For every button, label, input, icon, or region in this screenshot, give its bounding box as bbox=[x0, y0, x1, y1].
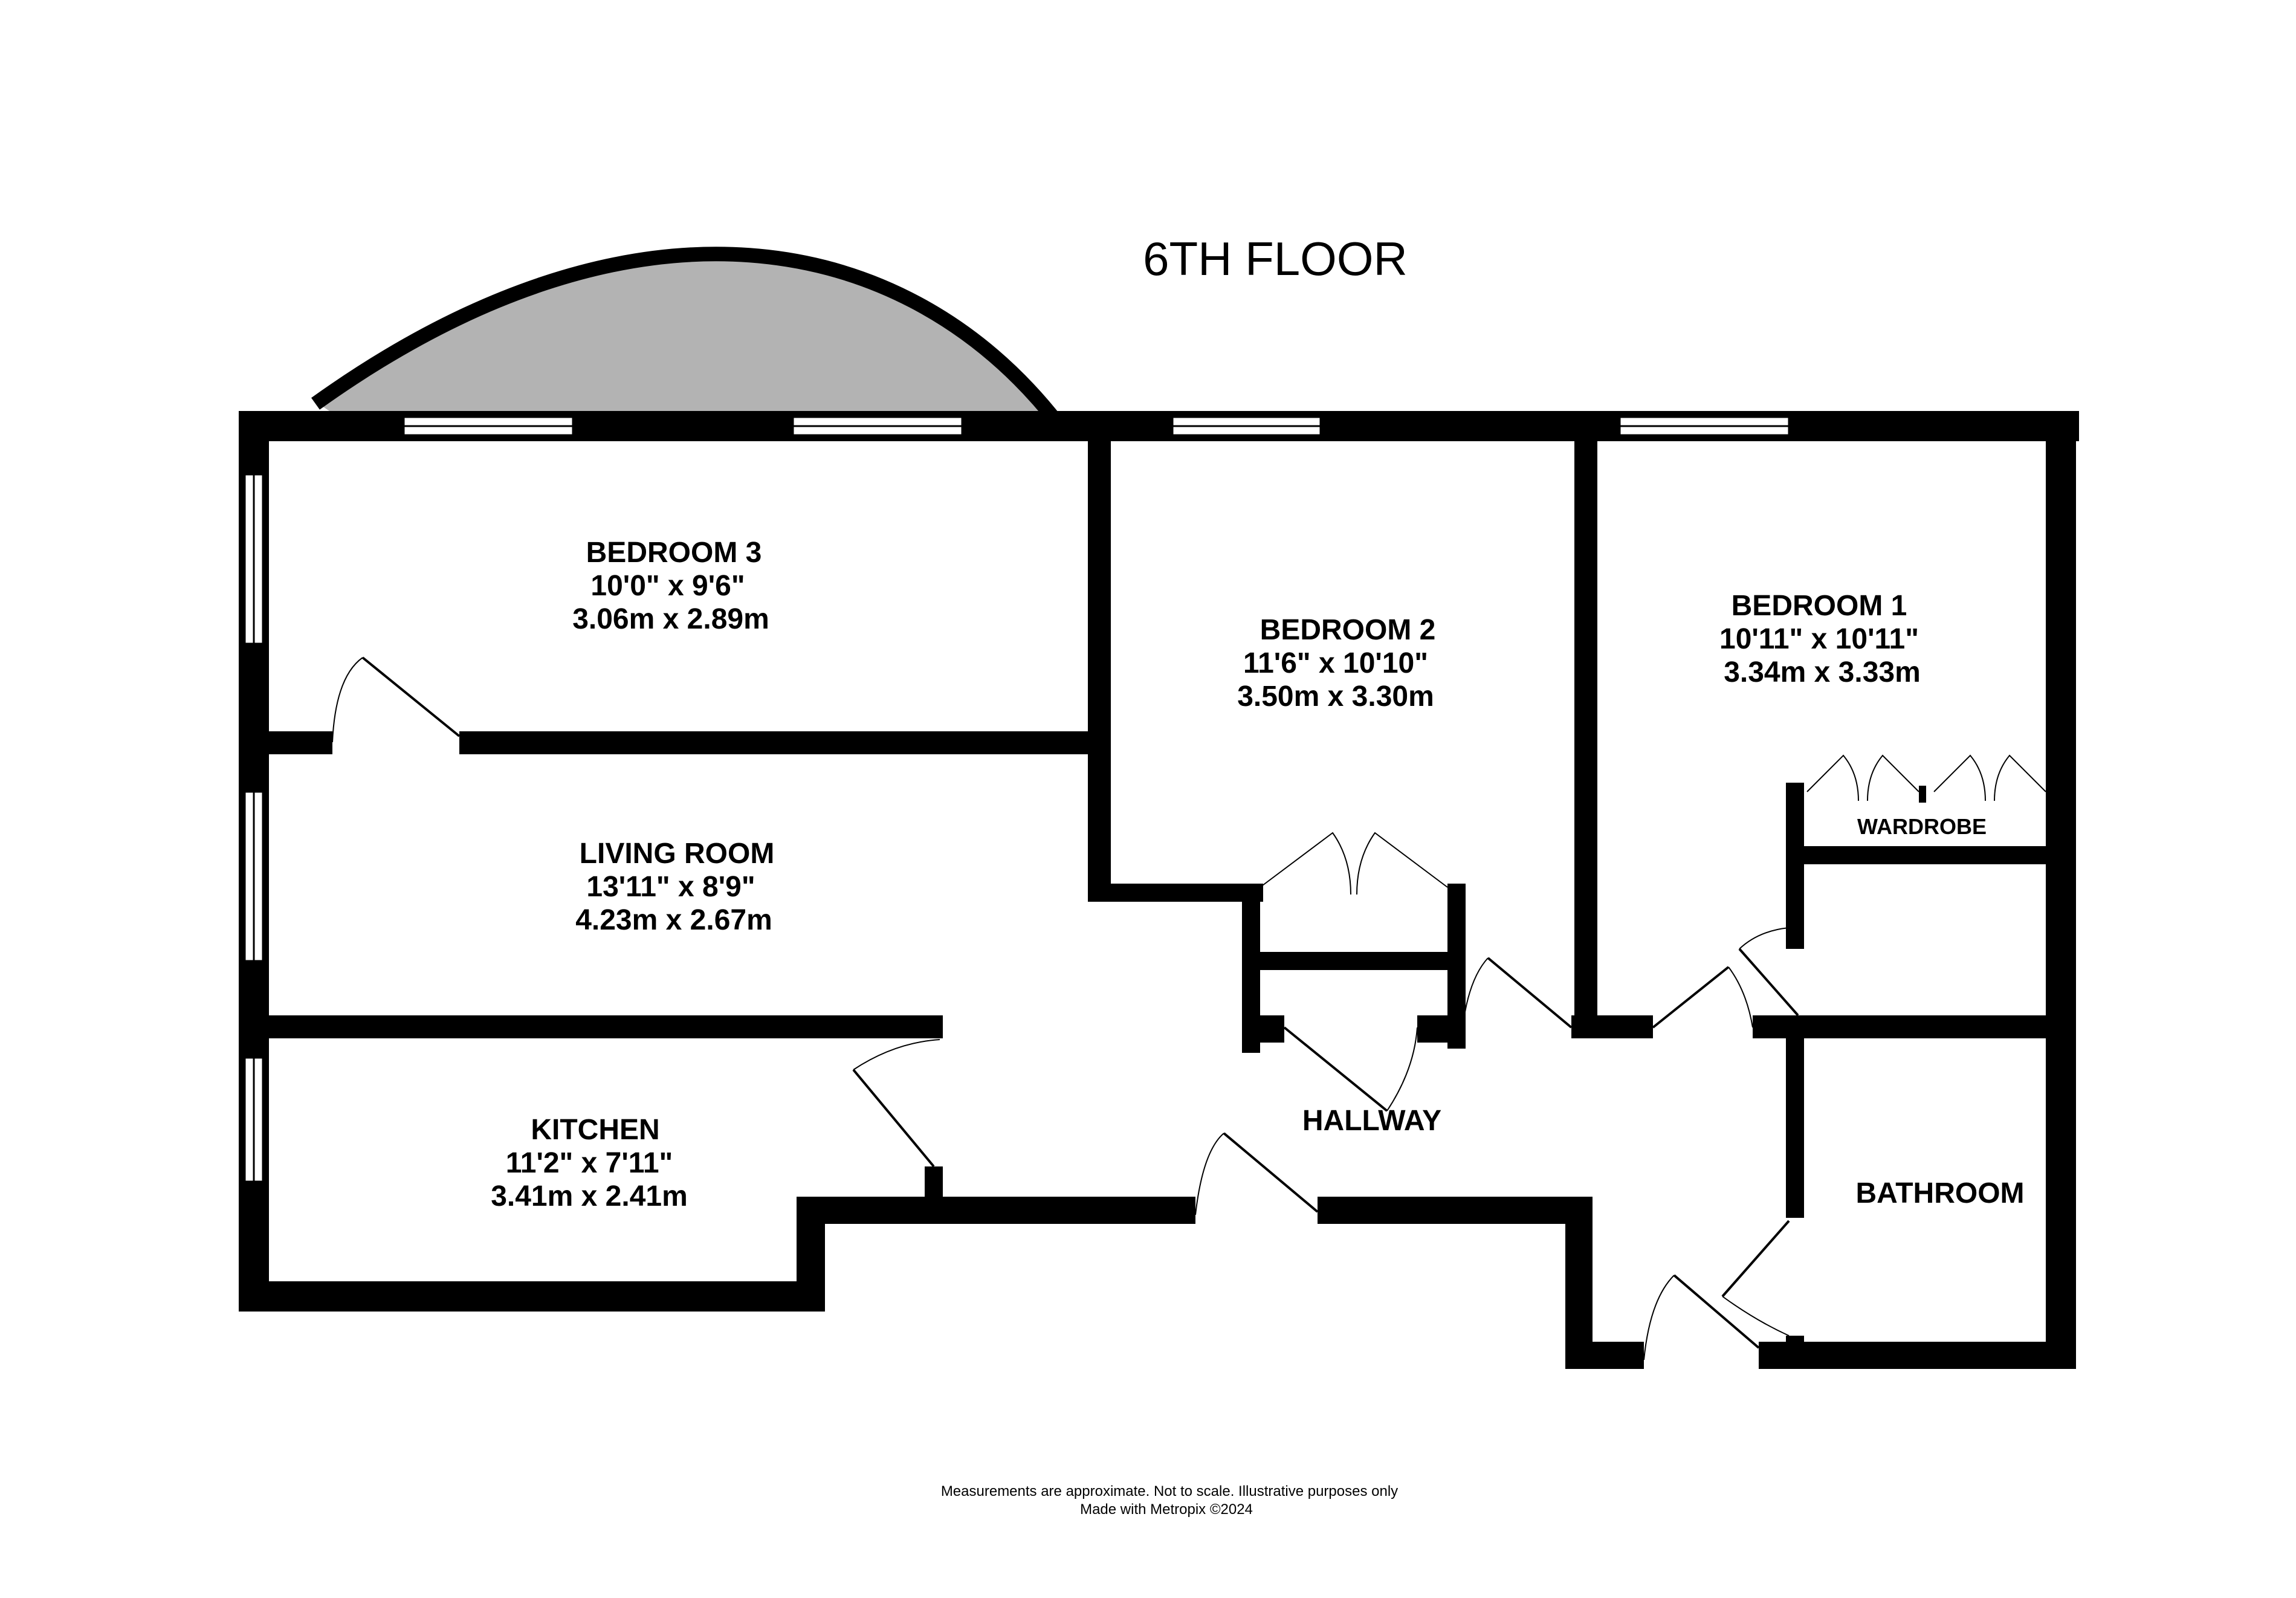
bedroom3-imperial: 10'0" x 9'6" bbox=[590, 570, 745, 602]
room-bedroom2: BEDROOM 2 11'6" x 10'10" 3.50m x 3.30m bbox=[1237, 614, 1435, 713]
balcony-rail bbox=[311, 247, 1064, 428]
footer-disclaimer: Measurements are approximate. Not to sca… bbox=[941, 1483, 1398, 1499]
room-living: LIVING ROOM 13'11" x 8'9" 4.23m x 2.67m bbox=[575, 838, 774, 936]
bedroom2-imperial: 11'6" x 10'10" bbox=[1243, 647, 1428, 679]
living-name: LIVING ROOM bbox=[580, 838, 775, 870]
living-imperial: 13'11" x 8'9" bbox=[586, 871, 755, 903]
footer-credit: Made with Metropix ©2024 bbox=[1080, 1501, 1253, 1518]
wardrobe-name: WARDROBE bbox=[1857, 814, 1987, 839]
balcony-area bbox=[320, 254, 1055, 423]
floor-title: 6TH FLOOR bbox=[1143, 232, 1408, 285]
bedroom1-imperial: 10'11" x 10'11" bbox=[1719, 623, 1919, 655]
room-kitchen: KITCHEN 11'2" x 7'11" 3.41m x 2.41m bbox=[491, 1114, 688, 1212]
bedroom3-name: BEDROOM 3 bbox=[586, 537, 762, 569]
bedroom1-name: BEDROOM 1 bbox=[1732, 590, 1907, 622]
bedroom3-metric: 3.06m x 2.89m bbox=[572, 603, 769, 635]
balcony-sliding-door bbox=[573, 411, 793, 441]
windows bbox=[244, 416, 1790, 1183]
bedroom1-metric: 3.34m x 3.33m bbox=[1724, 656, 1921, 688]
kitchen-name: KITCHEN bbox=[531, 1114, 659, 1146]
kitchen-imperial: 11'2" x 7'11" bbox=[506, 1147, 673, 1179]
room-bedroom3: BEDROOM 3 10'0" x 9'6" 3.06m x 2.89m bbox=[572, 537, 769, 635]
kitchen-metric: 3.41m x 2.41m bbox=[491, 1180, 688, 1212]
living-metric: 4.23m x 2.67m bbox=[575, 904, 772, 936]
room-bedroom1: BEDROOM 1 10'11" x 10'11" 3.34m x 3.33m bbox=[1719, 590, 1921, 688]
doors bbox=[332, 656, 2046, 1360]
walls bbox=[239, 411, 2079, 1369]
hallway-name: HALLWAY bbox=[1302, 1105, 1441, 1137]
bathroom-name: BATHROOM bbox=[1855, 1177, 2024, 1209]
bedroom2-metric: 3.50m x 3.30m bbox=[1237, 681, 1434, 713]
bedroom2-name: BEDROOM 2 bbox=[1260, 614, 1436, 646]
